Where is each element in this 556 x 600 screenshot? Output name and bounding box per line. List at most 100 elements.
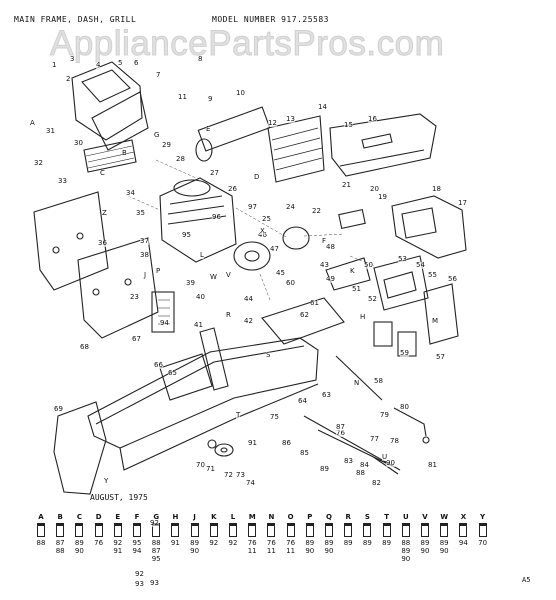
callout-71: 71 — [206, 465, 215, 473]
steering-column — [199, 327, 229, 391]
hardware-letter: C — [76, 513, 82, 521]
callout-81: 81 — [428, 461, 437, 469]
hardware-letter: V — [422, 513, 428, 521]
callout-37: 37 — [140, 237, 149, 245]
callout-12: 12 — [268, 119, 277, 127]
callout-76: 76 — [336, 429, 345, 437]
callout-86: 86 — [282, 439, 291, 447]
left-side-panel — [33, 191, 109, 291]
hardware-letter: G — [153, 513, 160, 521]
fastener-icon — [363, 523, 372, 537]
hardware-part-number: 91 — [113, 547, 123, 555]
hardware-part-number: 76 — [247, 539, 257, 547]
callout-78: 78 — [390, 437, 399, 445]
callout-10: 10 — [236, 89, 245, 97]
letter-callout-c: C — [100, 169, 105, 177]
callout-67: 67 — [132, 335, 141, 343]
callout-28: 28 — [176, 155, 185, 163]
front-bumper — [53, 401, 107, 495]
callout-33: 33 — [58, 177, 67, 185]
diagram-title: MAIN FRAME, DASH, GRILL — [14, 15, 137, 24]
callout-24: 24 — [286, 203, 295, 211]
hardware-letter: P — [307, 513, 313, 521]
letter-callout-b: B — [122, 149, 127, 157]
callout-64: 64 — [298, 397, 307, 405]
letter-callout-g: G — [154, 131, 160, 139]
callout-35: 35 — [136, 209, 145, 217]
hardware-part-number: 89 — [420, 539, 430, 547]
hardware-letter: L — [230, 513, 236, 521]
callout-62: 62 — [300, 311, 309, 319]
callout-66: 66 — [154, 361, 163, 369]
hardware-part-number: 70 — [478, 539, 488, 547]
callout-73: 73 — [236, 471, 245, 479]
callout-50: 50 — [364, 261, 373, 269]
fastener-icon — [56, 523, 65, 537]
callout-5: 5 — [118, 59, 123, 67]
hardware-letter: O — [287, 513, 294, 521]
callout-1: 1 — [52, 61, 57, 69]
callout-39: 39 — [186, 279, 195, 287]
heat-shield — [267, 115, 325, 183]
model-number: MODEL NUMBER 917.25583 — [212, 15, 329, 24]
callout-60: 60 — [286, 279, 295, 287]
callout-80: 80 — [400, 403, 409, 411]
callout-82: 82 — [372, 479, 381, 487]
callout-88: 88 — [356, 469, 365, 477]
brake-rod — [303, 415, 401, 471]
hardware-letter: D — [95, 513, 102, 521]
callout-85: 85 — [300, 449, 309, 457]
hardware-part-number: 90 — [190, 547, 200, 555]
fastener-icon — [209, 523, 218, 537]
hardware-part-number: 89 — [190, 539, 200, 547]
letter-callout-x: X — [260, 227, 265, 235]
callout-77: 77 — [370, 435, 379, 443]
fastener-icon — [37, 523, 45, 537]
letter-callout-s: S — [266, 351, 271, 359]
callout-32: 32 — [34, 159, 43, 167]
letter-callout-n: N — [354, 379, 360, 387]
callout-89: 89 — [320, 465, 329, 473]
callout-72: 72 — [224, 471, 233, 479]
lever-80 — [393, 407, 427, 437]
hardware-part-number: 88 — [151, 539, 161, 547]
fastener-icon — [229, 523, 237, 537]
callout-26: 26 — [228, 185, 237, 193]
main-frame — [87, 337, 319, 449]
hardware-letter: F — [134, 513, 140, 521]
callout-58: 58 — [374, 377, 383, 385]
letter-callout-a: A — [30, 119, 35, 127]
fastener-icon — [248, 523, 257, 537]
hardware-part-number: 92 — [209, 539, 219, 547]
hardware-letter: Y — [480, 513, 486, 521]
hardware-letter: K — [211, 513, 217, 521]
callout-84: 84 — [360, 461, 369, 469]
callout-56: 56 — [448, 275, 457, 283]
hardware-letter: T — [384, 513, 389, 521]
hardware-part-number: 89 — [439, 539, 449, 547]
hardware-letter: H — [172, 513, 179, 521]
callout-90: 90 — [386, 459, 395, 467]
callout-2: 2 — [66, 75, 71, 83]
hardware-part-number: 90 — [439, 547, 449, 555]
hardware-part-number: 89 — [74, 539, 84, 547]
callout-6: 6 — [134, 59, 139, 67]
callout-46: 46 — [258, 231, 267, 239]
letter-callout-p: P — [156, 267, 161, 275]
callout-44: 44 — [244, 295, 253, 303]
fastener-icon — [440, 523, 449, 537]
callout-9: 9 — [208, 95, 213, 103]
callout-14: 14 — [318, 103, 327, 111]
letter-callout-f: F — [322, 237, 327, 245]
callout-91: 91 — [248, 439, 257, 447]
